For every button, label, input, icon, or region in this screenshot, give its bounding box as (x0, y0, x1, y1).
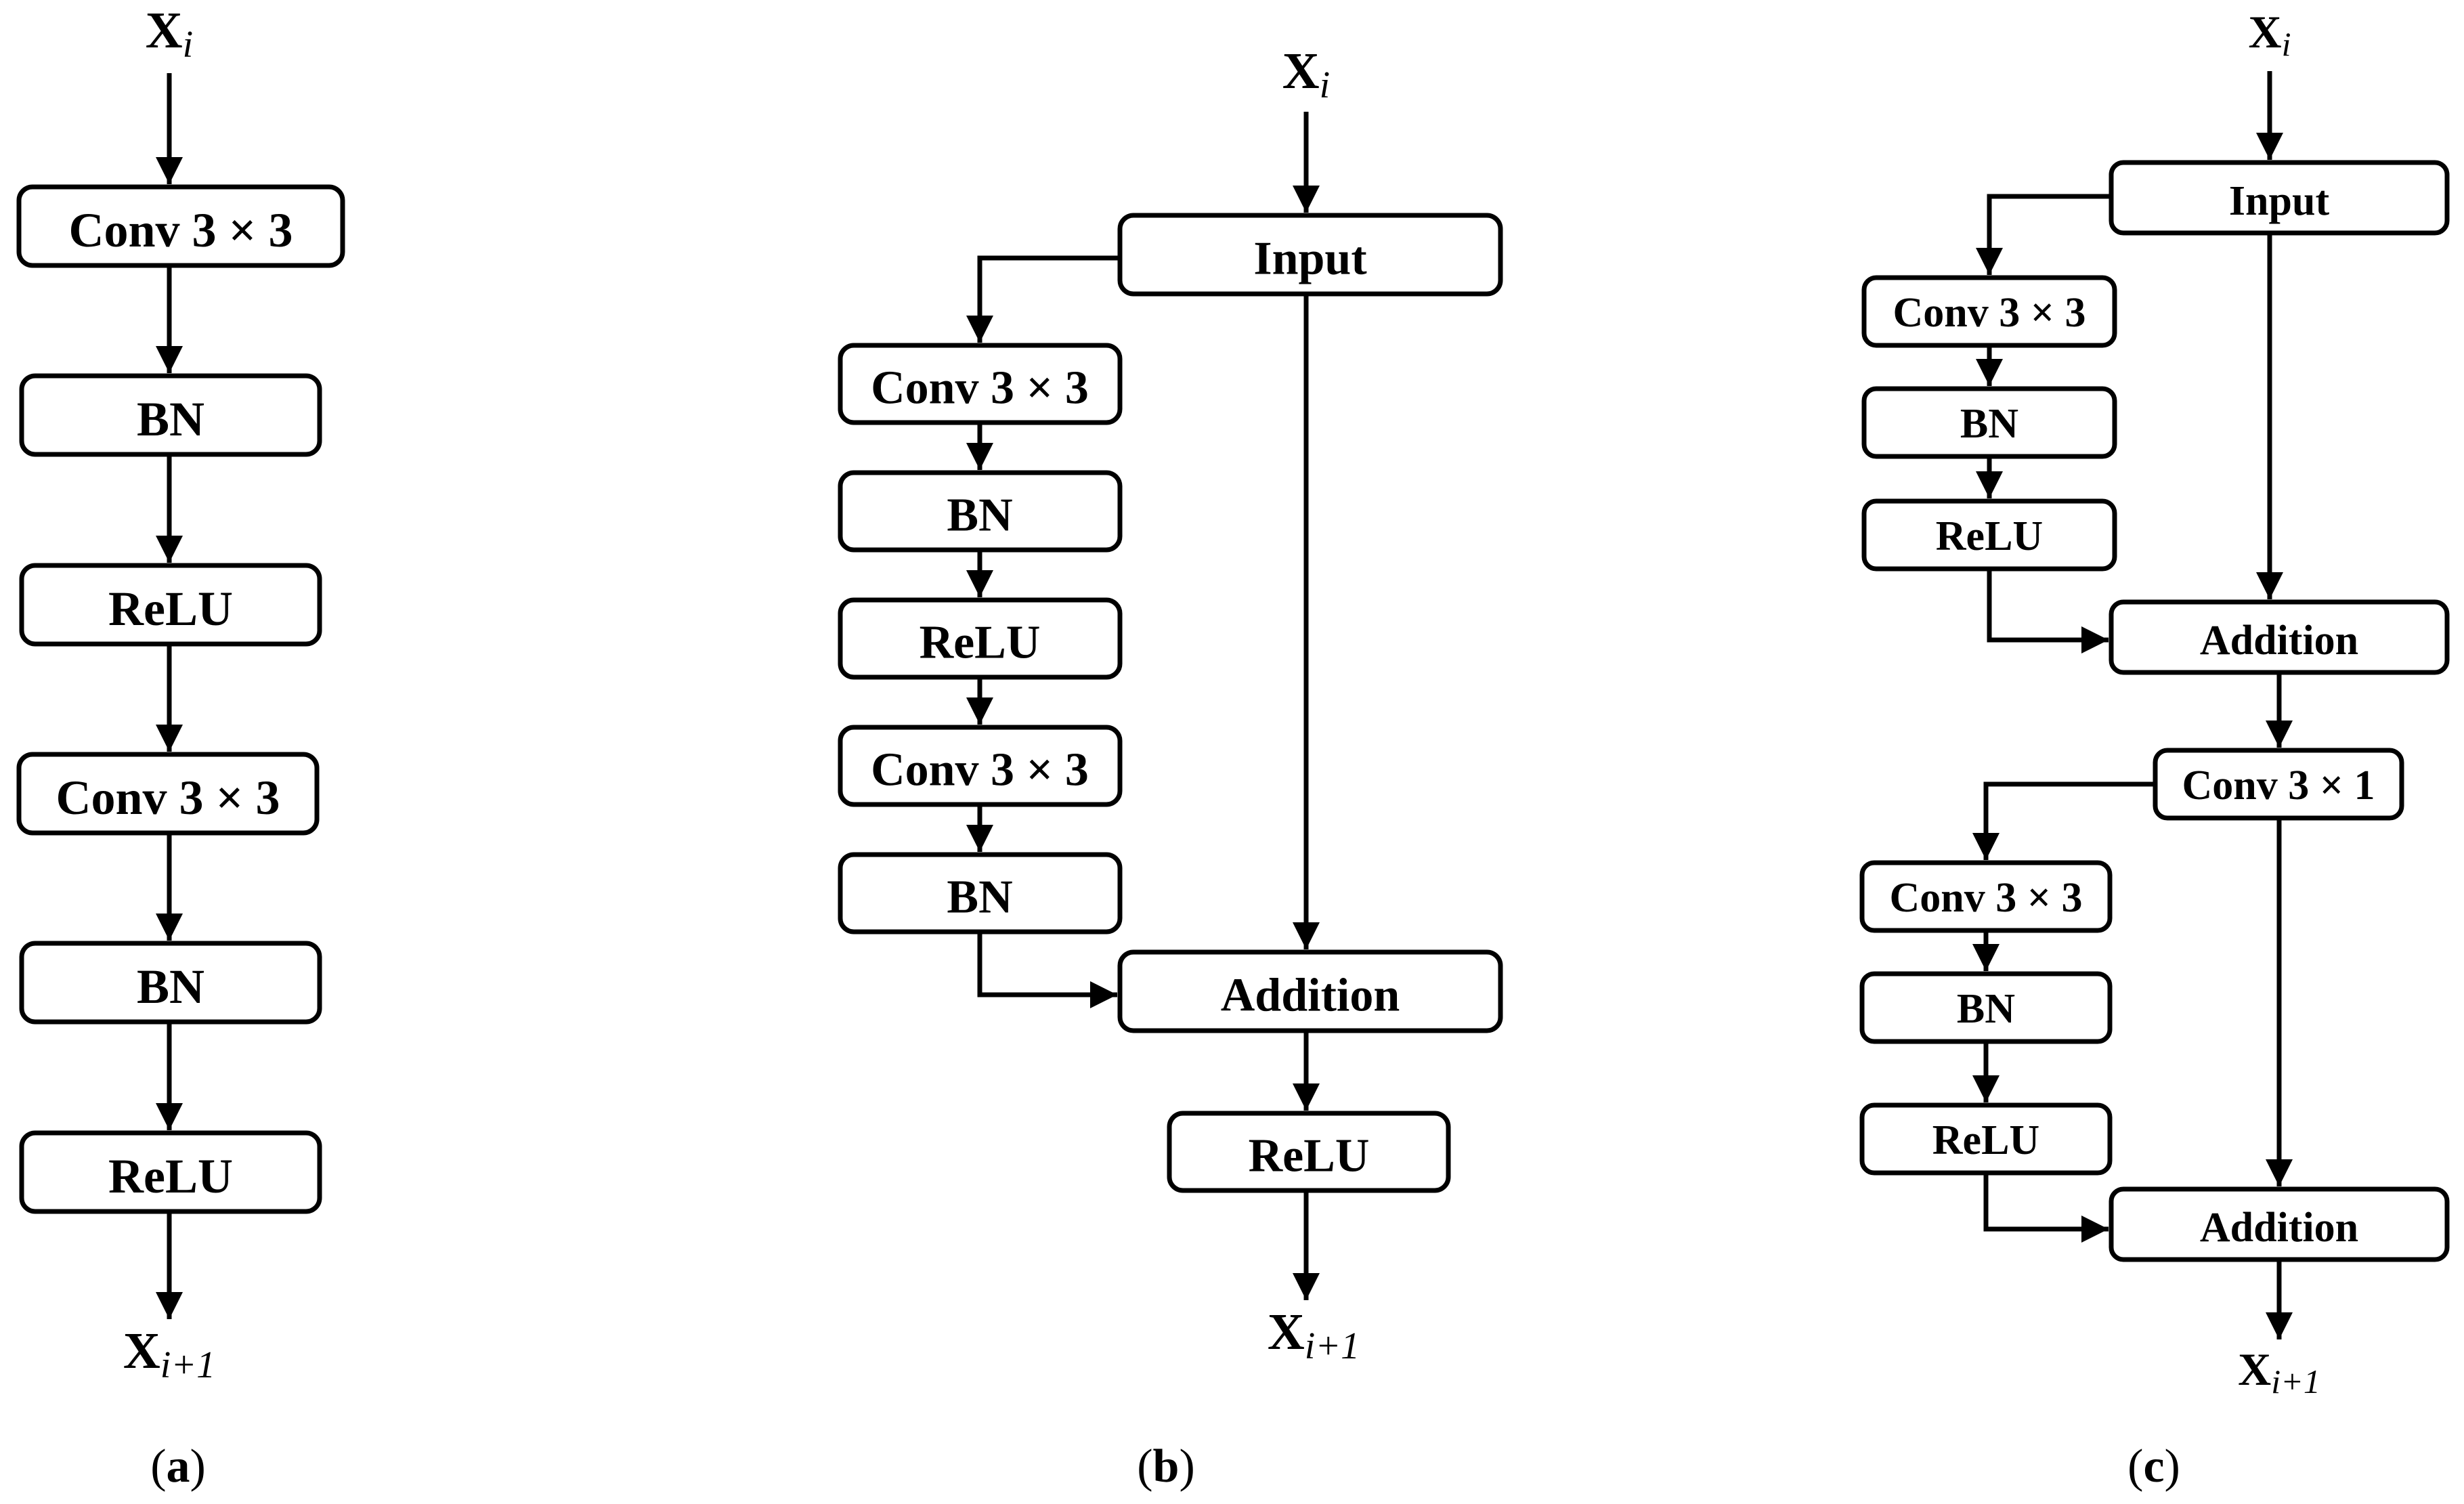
panel-c-block-input-label: Input (2229, 178, 2330, 224)
panel-c-branch2-relu-label: ReLU (1932, 1117, 2039, 1163)
panel-b-block-relu1-label: ReLU (920, 617, 1041, 669)
panel-a-block-bn1-label: BN (137, 392, 204, 446)
panel-c-caption: (c) (2127, 1440, 2180, 1492)
panel-c-branch1-conv-label: Conv 3 × 3 (1893, 290, 2085, 336)
panel-b-block-relu2-label: ReLU (1249, 1130, 1370, 1182)
panel-b: Xi Input Conv 3 × 3 BN ReLU Conv 3 × 3 B… (838, 43, 1503, 1492)
panel-c-block-conv-mid-label: Conv 3 × 1 (2182, 762, 2375, 809)
panel-b-block-conv2-label: Conv 3 × 3 (871, 744, 1089, 796)
panel-c-branch2-merge-arrow (1983, 1173, 2109, 1243)
panel-b-block-bn2-label: BN (947, 872, 1012, 924)
panel-b-branch-merge-arrow (977, 932, 1117, 1008)
panel-b-block-conv1-label: Conv 3 × 3 (871, 362, 1089, 414)
panel-c-input-label: Xi (2248, 6, 2291, 63)
panel-a: Xi Conv 3 × 3 BN ReLU Conv 3 × 3 BN ReLU… (16, 2, 345, 1492)
panel-a-output-label: Xi+1 (123, 1323, 215, 1386)
panel-c-branch1-arrow (1976, 194, 2111, 275)
panel-a-block-bn2-label: BN (137, 960, 204, 1014)
panel-b-block-addition (1117, 949, 1503, 1033)
panel-b-block-input (1117, 213, 1503, 297)
panel-c-branch2-conv-label: Conv 3 × 3 (1889, 875, 2082, 921)
panel-a-input-label: Xi (146, 2, 193, 66)
panel-c-branch1-relu-label: ReLU (1936, 513, 2043, 559)
panel-a-block-conv1-label: Conv 3 × 3 (68, 203, 293, 257)
panel-c-block-addition1-label: Addition (2200, 618, 2358, 664)
panel-b-input-label: Xi (1282, 43, 1330, 106)
panel-a-block-conv2-label: Conv 3 × 3 (56, 771, 280, 825)
panel-c-branch2-arrow (1972, 781, 2155, 860)
panel-b-caption: (b) (1137, 1440, 1195, 1492)
panel-b-block-addition-label: Addition (1221, 970, 1400, 1022)
panel-a-caption: (a) (150, 1440, 206, 1492)
panel-b-block-relu2 (1167, 1111, 1451, 1193)
panel-b-branch-arrow (966, 255, 1120, 343)
panel-c-branch1-bn-label: BN (1960, 401, 2018, 447)
panel-b-block-bn1-label: BN (947, 490, 1012, 542)
panel-c-branch2-bn-label: BN (1957, 986, 2015, 1032)
panel-b-block-input-label: Input (1253, 233, 1366, 285)
panel-c-output-label: Xi+1 (2238, 1344, 2320, 1400)
panel-a-block-conv1 (16, 184, 345, 268)
panel-c: Xi Input Conv 3 × 3 BN ReLU Addition Con… (1859, 6, 2450, 1492)
panel-c-block-addition2-label: Addition (2200, 1205, 2358, 1251)
panel-b-output-label: Xi+1 (1268, 1304, 1360, 1367)
panel-c-branch1-merge-arrow (1987, 569, 2109, 653)
panel-a-block-relu2-label: ReLU (108, 1149, 233, 1203)
panel-a-block-relu1-label: ReLU (108, 582, 233, 636)
